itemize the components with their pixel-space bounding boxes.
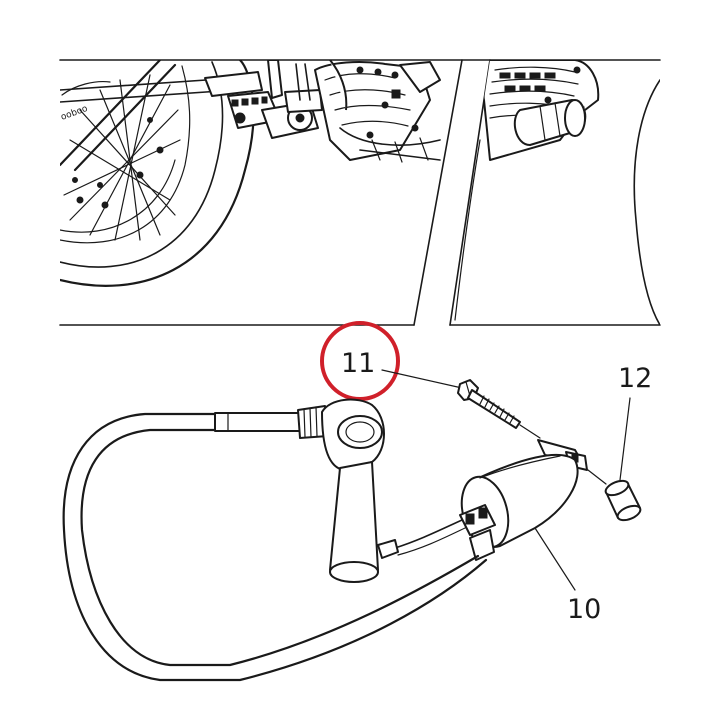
callout-12-leader-line xyxy=(619,397,631,481)
callout-11[interactable]: 11 xyxy=(320,321,463,401)
ignition-coil-part-10 xyxy=(377,439,588,561)
bolt-part-11 xyxy=(457,379,541,439)
callout-12-label: 12 xyxy=(618,363,652,394)
callout-10-label: 10 xyxy=(567,594,601,625)
svg-text:ooboo: ooboo xyxy=(60,104,90,123)
callout-11-highlight-ring xyxy=(320,321,400,401)
callout-12[interactable]: 12 xyxy=(618,363,652,481)
callout-11-label: 11 xyxy=(341,348,375,379)
spacer-part-12 xyxy=(587,469,642,522)
motorcycle-inset-view: ooboo xyxy=(59,59,661,326)
callout-10[interactable]: 10 xyxy=(534,527,601,625)
callout-11-leader-line xyxy=(381,369,463,389)
ht-lead-and-plug-cap xyxy=(62,398,488,682)
callout-10-leader-line xyxy=(534,527,576,591)
